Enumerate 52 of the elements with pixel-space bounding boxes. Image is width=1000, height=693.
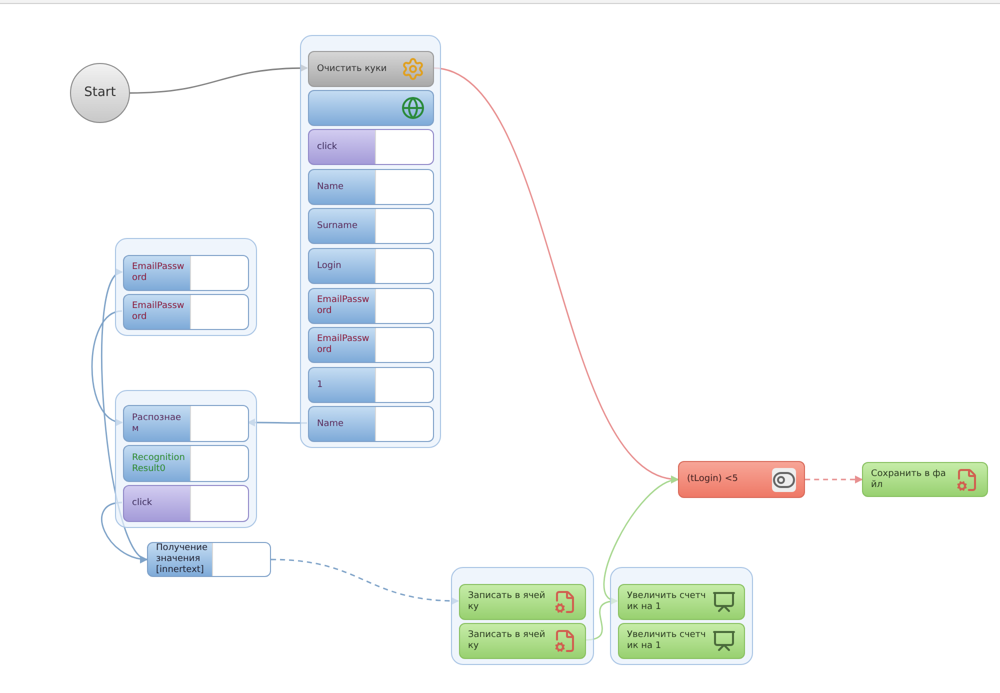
group-panel: [451, 567, 594, 665]
action-block: [308, 248, 434, 284]
block-label: Surname: [317, 220, 358, 232]
action-block: [618, 623, 745, 659]
action-block: [308, 51, 434, 87]
block-label: Записать в ячейку: [468, 630, 546, 652]
block-label: (tLogin) <5: [687, 474, 739, 485]
action-block: [618, 584, 745, 620]
action-block: [308, 208, 434, 244]
group-panel: [610, 567, 753, 665]
action-block: [308, 327, 434, 363]
block-label: EmailPassword: [317, 334, 370, 356]
block-label: Увеличить счетчик на 1: [627, 591, 707, 613]
action-block: [147, 542, 271, 577]
block-label: EmailPassword: [132, 262, 186, 284]
action-block: [459, 584, 586, 620]
block-label: Сохранить в файл: [871, 468, 947, 490]
block-label: EmailPassword: [132, 301, 186, 323]
block-label: Name: [317, 418, 345, 430]
block-label: Записать в ячейку: [468, 591, 546, 613]
block-label: EmailPassword: [317, 295, 370, 317]
action-block: [123, 405, 249, 442]
block-label: 1: [317, 380, 324, 390]
connector-arrow: [101, 502, 148, 563]
action-block: [678, 461, 805, 498]
block-label: Name: [317, 182, 345, 192]
block-label: Получение значения [innertext]: [156, 543, 208, 576]
block-label: Распознаем: [132, 412, 182, 434]
action-block: [123, 445, 249, 482]
group-panel: [115, 390, 257, 528]
connector-arrow: [805, 476, 863, 484]
action-block: [123, 485, 249, 522]
node-label: Start: [84, 84, 116, 102]
action-block: [123, 294, 249, 330]
action-block: [459, 623, 586, 659]
block-label: Увеличить счетчик на 1: [627, 630, 707, 652]
action-block: [308, 90, 434, 126]
action-block: [308, 169, 434, 205]
connector-arrow: [603, 477, 679, 602]
action-block: [862, 462, 988, 497]
action-block: [308, 406, 434, 442]
group-panel: [300, 35, 441, 448]
block-label: Login: [317, 260, 342, 272]
action-block: [123, 255, 249, 291]
action-block: [308, 288, 434, 324]
group-panel: [115, 238, 257, 336]
block-label: Очистить куки: [317, 64, 388, 74]
action-block: [308, 129, 434, 165]
block-label: RecognitionResult0: [132, 452, 186, 474]
block-label: click: [132, 498, 154, 509]
block-label: click: [317, 142, 338, 152]
action-block: [308, 367, 434, 403]
